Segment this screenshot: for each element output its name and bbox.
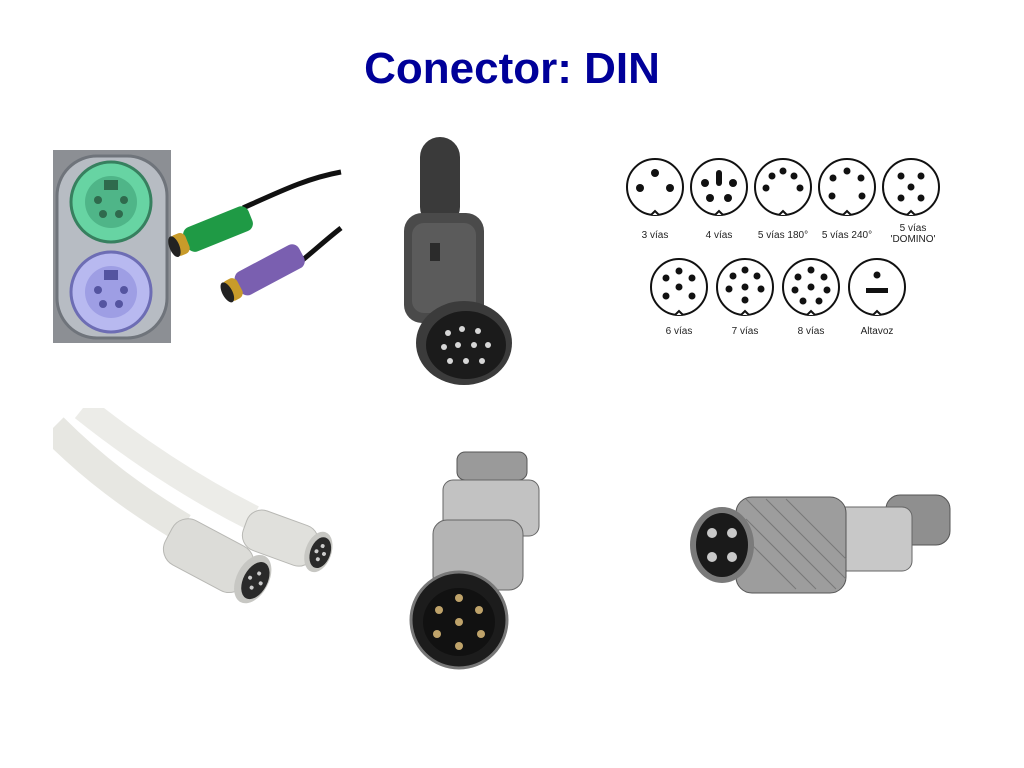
pin-label-speaker: Altavoz [860,326,894,337]
metal-din-connector-photo [405,450,545,670]
metal-knurled-connector-photo [686,485,956,610]
pin-label-4: 4 vías [705,230,733,241]
pin-diagram-speaker [846,256,908,318]
pin-diagram-8 [780,256,842,318]
pin-label-5-180: 5 vías 180° [757,230,809,241]
pin-diagram-5-domino [880,156,942,218]
pin-label-5-domino: 5 vías 'DOMINO' [890,223,936,245]
pin-diagram-4 [688,156,750,218]
pin-diagram-5-180 [752,156,814,218]
pin-diagram-3 [624,156,686,218]
din-plug-photo [392,133,522,385]
pin-diagram-7 [714,256,776,318]
slide-title: Conector: DIN [364,44,660,93]
pin-label-8: 8 vías [797,326,825,337]
pin-label-6: 6 vías [665,326,693,337]
pin-diagram-5-240 [816,156,878,218]
din-pin-diagrams: 3 vías 4 vías 5 vías 180° 5 vías 240° 5 … [618,152,950,352]
white-din-cables-photo [53,408,343,640]
pin-label-5-240: 5 vías 240° [821,230,873,241]
pin-label-7: 7 vías [731,326,759,337]
ps2-ports-photo [53,150,343,345]
pin-label-3: 3 vías [641,230,669,241]
pin-diagram-6 [648,256,710,318]
